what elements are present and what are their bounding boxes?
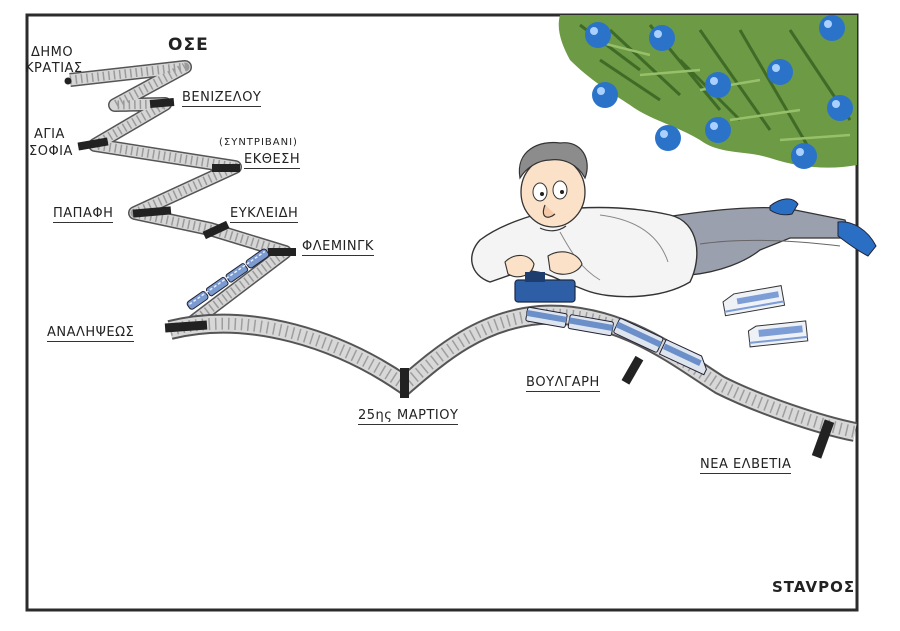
station-label-dimokratias-line1: ΔΗΜΟ <box>31 45 74 60</box>
station-label-25is-martiou: 25ης ΜΑΡΤΙΟΥ <box>358 408 459 425</box>
station-label-venizelou: ΒΕΝΙΖΕΛΟΥ <box>182 90 262 107</box>
station-label-fleming: ΦΛΕΜΙΝΓΚ <box>302 239 374 256</box>
station-label-agia-sofia-line1: ΑΓΙΑ <box>34 127 65 142</box>
station-label-agia-sofia-line2: ΣΟΦΙΑ <box>29 144 73 159</box>
station-label-syntrivani: (ΣΥΝΤΡΙΒΑΝΙ) <box>219 137 298 148</box>
toy-trains-floor <box>722 285 809 348</box>
station-label-efkleidi: ΕΥΚΛΕΙΔΗ <box>230 206 299 223</box>
ornaments <box>585 15 853 169</box>
metro-train-curvy <box>525 306 707 376</box>
page-title: ΟΣΕ <box>168 35 209 55</box>
station-label-papafi: ΠΑΠΑΦΗ <box>53 206 114 223</box>
station-label-voulgari: ΒΟΥΛΓΑΡΗ <box>526 375 600 392</box>
artist-signature: STAVPOΣ <box>772 578 856 596</box>
station-label-nea-elvetia: ΝΕΑ ΕΛΒΕΤΙΑ <box>700 457 792 474</box>
station-label-analipseos: ΑΝΑΛΗΨΕΩΣ <box>47 325 135 342</box>
station-label-dimokratias-line2: ΚΡΑΤΙΑΣ <box>25 61 83 76</box>
station-markers <box>64 77 835 459</box>
station-label-ekthesi: ΕΚΘΕΣΗ <box>244 152 301 169</box>
man-figure <box>471 141 877 303</box>
metro-train-zigzag <box>186 248 270 310</box>
zigzag-track <box>69 60 292 334</box>
